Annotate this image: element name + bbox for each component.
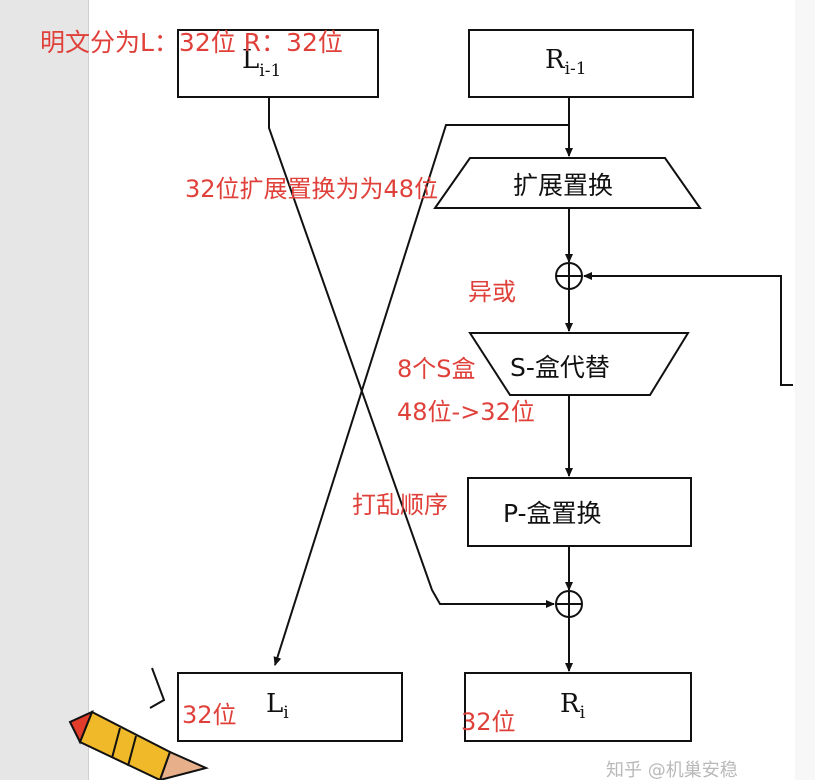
sbox-label: S-盒代替	[510, 353, 610, 382]
sbox-bits-annotation: 48位->32位	[397, 398, 535, 426]
pbox-annotation: 打乱顺序	[352, 491, 448, 519]
l-next-box	[177, 672, 403, 742]
r-next-box	[464, 672, 692, 742]
xor-annotation: 异或	[468, 278, 516, 306]
r-prev-box	[468, 29, 694, 98]
plaintext-split-annotation: 明文分为L：32位 R：32位	[40, 28, 343, 57]
l-next-label: Li	[266, 689, 289, 723]
pbox-box	[467, 477, 692, 547]
l-prev-box	[177, 29, 379, 98]
connector-lines	[268, 97, 793, 672]
l-prev-label: Li-1	[242, 45, 281, 81]
watermark: 知乎 @机巢安稳	[606, 760, 738, 781]
pbox-label: P-盒置换	[503, 499, 602, 528]
sbox-count-annotation: 8个S盒	[397, 355, 476, 383]
left-gutter	[0, 0, 89, 780]
expansion-box	[433, 157, 702, 209]
expansion-label: 扩展置换	[513, 171, 613, 200]
l-bits-annotation: 32位	[182, 701, 237, 729]
xor-symbol-bottom	[555, 590, 583, 618]
right-edge	[795, 0, 815, 780]
r-prev-label: Ri-1	[545, 45, 587, 79]
xor-symbol-top	[555, 262, 583, 290]
r-next-label: Ri	[560, 689, 586, 723]
pencil-icon	[68, 667, 210, 780]
expansion-annotation: 32位扩展置换为为48位	[185, 175, 439, 203]
r-bits-annotation: 32位	[461, 708, 516, 736]
sbox-box	[468, 332, 690, 396]
